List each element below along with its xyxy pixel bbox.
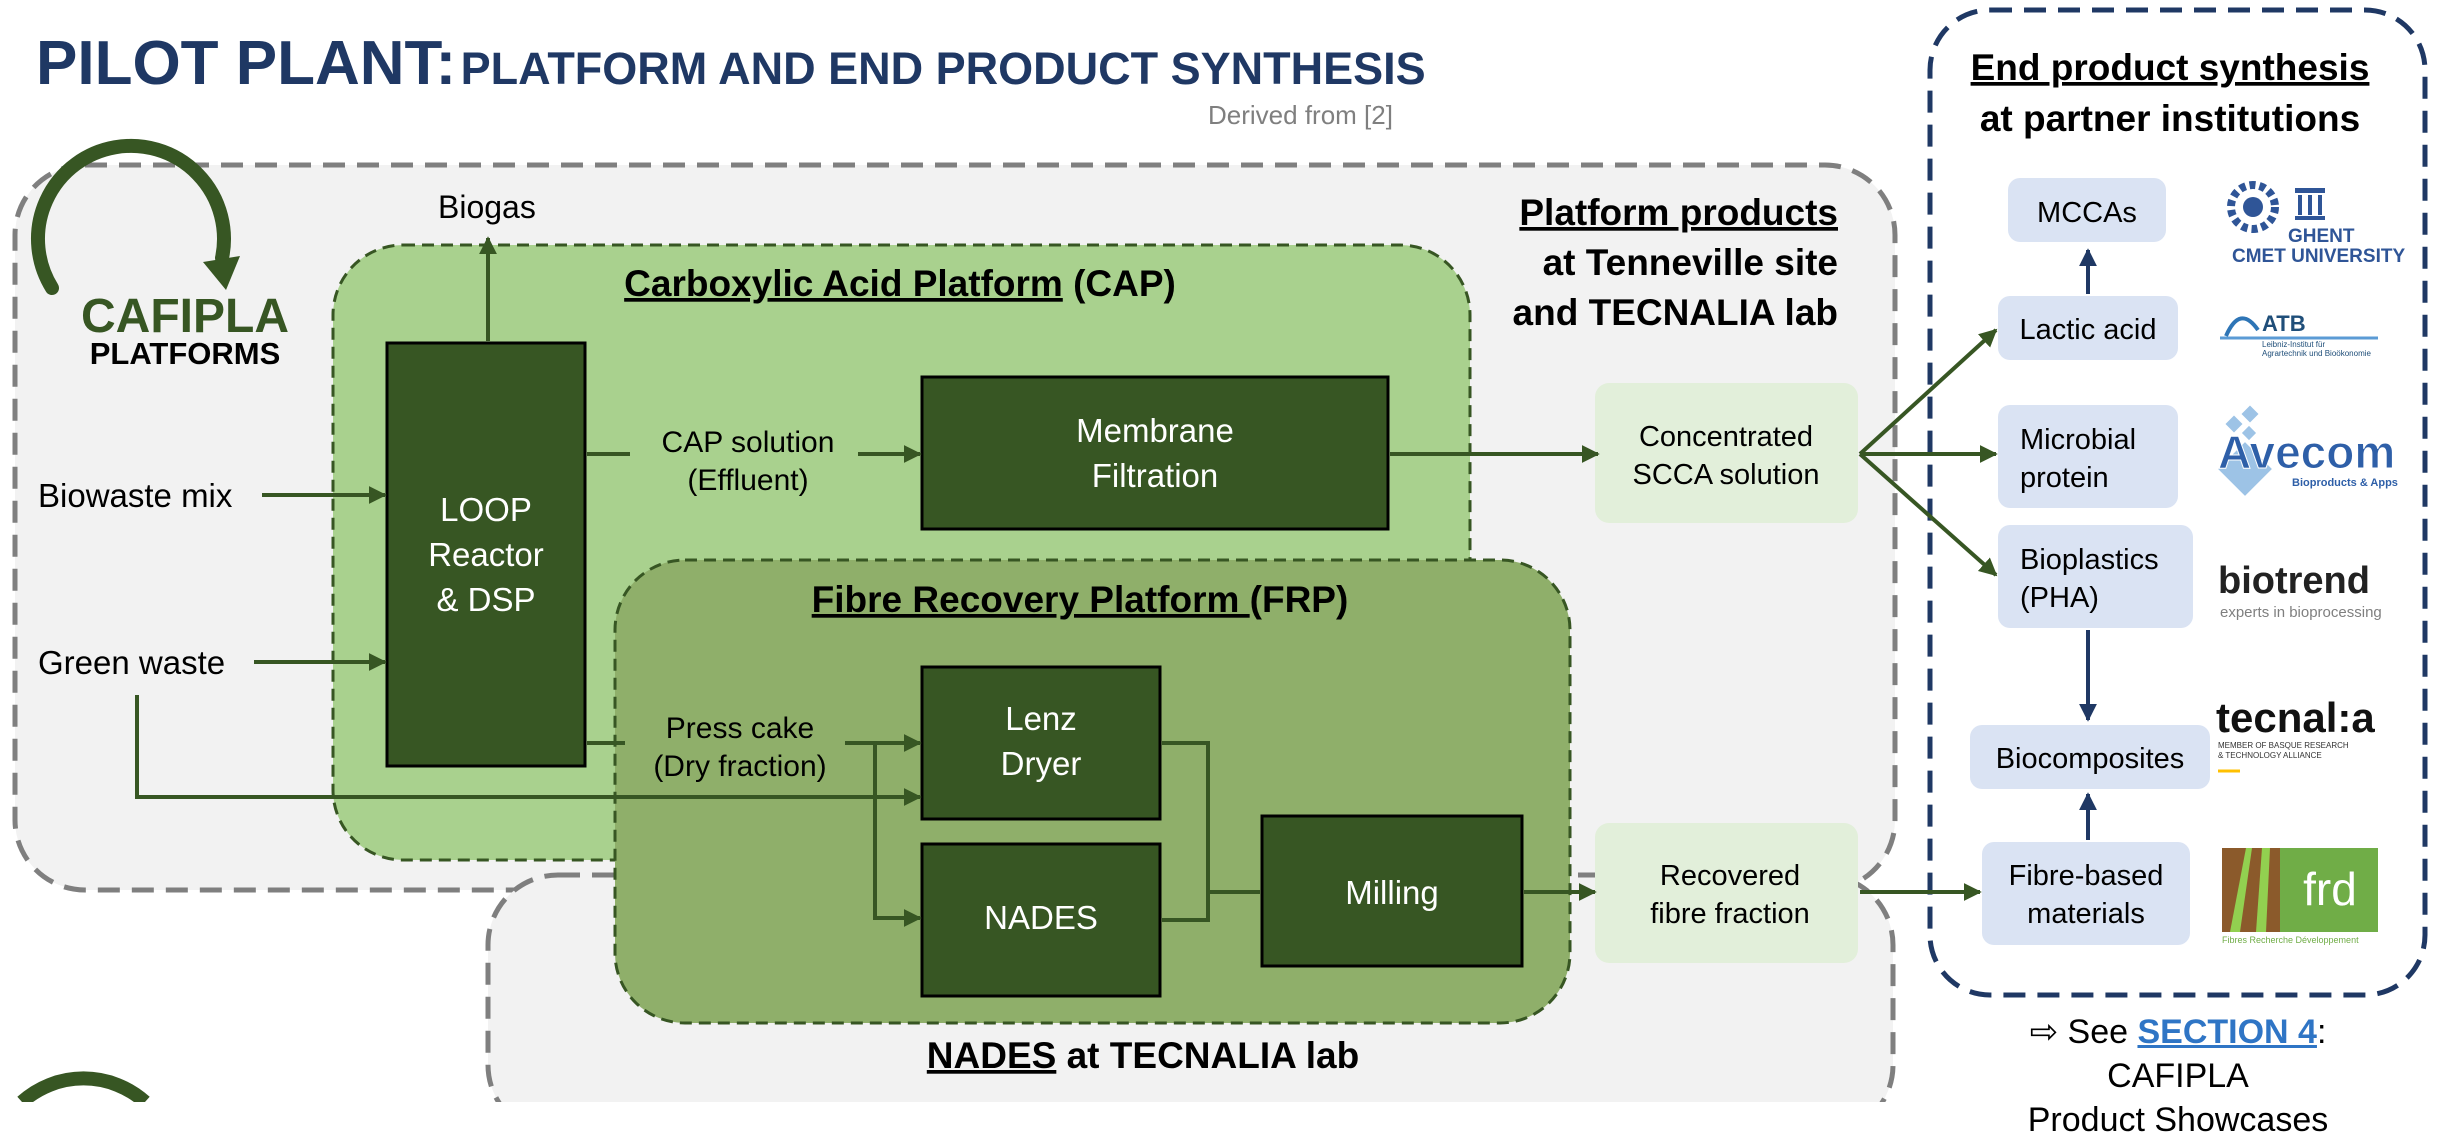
- atb-logo-name: ATB: [2262, 311, 2306, 336]
- scca-solution-box: [1595, 383, 1858, 523]
- lenz-dryer-box: [920, 665, 1162, 821]
- biotrend-logo-name: biotrend: [2218, 560, 2370, 602]
- cmet-gear-icon: [2227, 181, 2279, 233]
- ghent-logo-text-2: CMET UNIVERSITY: [2232, 246, 2405, 267]
- platform-products-site: at Tenneville site: [1543, 242, 1838, 283]
- fibre-fraction-box: [1595, 823, 1858, 963]
- ghent-logo: GHENT CMET UNIVERSITY: [2227, 181, 2405, 267]
- product-lactic: Lactic acid: [2019, 314, 2156, 346]
- milling-box: [1260, 814, 1524, 968]
- nades-box: [920, 842, 1162, 998]
- input-green-waste: Green waste: [38, 644, 225, 681]
- product-mccas-box: [2008, 178, 2166, 242]
- scca-label-1: Concentrated: [1639, 421, 1813, 453]
- cafipla-logo-sub: PLATFORMS: [90, 336, 281, 371]
- product-fibre-based-box: [1982, 842, 2190, 945]
- product-fibre-based-2: materials: [2027, 898, 2145, 930]
- product-bioplastics-2: (PHA): [2020, 582, 2099, 614]
- atb-logo: ATB Leibniz-Institut für Agrartechnik un…: [2220, 311, 2378, 358]
- tecnalia-logo: tecnal:a MEMBER OF BASQUE RESEARCH & TEC…: [2216, 694, 2375, 773]
- cap-solution-label-1: CAP solution: [662, 426, 835, 459]
- membrane-label-2: Filtration: [1092, 457, 1219, 494]
- end-product-subtitle: at partner institutions: [1980, 98, 2360, 139]
- product-bioplastics-box: [1998, 525, 2193, 628]
- process-flows: [135, 236, 1998, 927]
- platform-products-title: Platform products: [1519, 192, 1838, 233]
- frp-title: Fibre Recovery Platform (FRP): [812, 579, 1349, 620]
- fibre-fraction-label-1: Recovered: [1660, 860, 1800, 892]
- product-lactic-box: [1998, 296, 2178, 360]
- press-cake-label-2: (Dry fraction): [653, 750, 826, 783]
- pilot-plant-diagram: CAFIPLA PLATFORMS Biowaste mix Green was…: [12, 7, 2428, 1102]
- output-biogas: Biogas: [438, 189, 536, 225]
- product-microbial-1: Microbial: [2020, 424, 2136, 456]
- cap-title: Carboxylic Acid Platform (CAP): [624, 263, 1176, 304]
- cafipla-logo: CAFIPLA PLATFORMS: [31, 138, 289, 371]
- frd-logo: frd Fibres Recherche Développement: [2222, 848, 2378, 945]
- input-biowaste: Biowaste mix: [38, 477, 233, 514]
- product-fibre-based-1: Fibre-based: [2009, 860, 2164, 892]
- product-biocomposites: Biocomposites: [1996, 743, 2185, 775]
- page-title-sub: PLATFORM AND END PRODUCT SYNTHESIS: [460, 43, 1426, 94]
- showcase-line2: Product Showcases: [2027, 1101, 2329, 1139]
- cafipla-logo-arc-icon: [31, 138, 231, 295]
- loop-reactor-box: [385, 341, 587, 768]
- nades-box-label: NADES: [984, 899, 1098, 936]
- showcase-rest: : CAFIPLA: [2107, 1013, 2327, 1095]
- cafipla-logo-name: CAFIPLA: [81, 290, 289, 343]
- nades-site-title: NADES at TECNALIA lab: [927, 1035, 1359, 1076]
- press-cake-label-1: Press cake: [666, 712, 814, 745]
- end-product-title: End product synthesis: [1971, 47, 2370, 88]
- source-note: Derived from [2]: [1208, 100, 1393, 130]
- showcase-prefix: ⇨ See: [2029, 1013, 2138, 1051]
- platform-products-lab: and TECNALIA lab: [1513, 292, 1838, 333]
- tecnalia-logo-sub-1: MEMBER OF BASQUE RESEARCH: [2218, 741, 2349, 750]
- cap-solution-label-2: (Effluent): [687, 464, 808, 497]
- avecom-logo-sub: Bioproducts & Apps: [2292, 477, 2398, 489]
- scca-label-2: SCCA solution: [1633, 459, 1820, 491]
- lenz-label-2: Dryer: [1001, 745, 1082, 782]
- section-4-link[interactable]: SECTION 4: [2137, 1013, 2317, 1051]
- tecnalia-logo-name: tecnal:a: [2216, 694, 2375, 741]
- loop-label-1: LOOP: [440, 491, 532, 528]
- membrane-filtration-box: [920, 375, 1390, 531]
- product-biocomposites-box: [1970, 725, 2210, 789]
- ghent-logo-text-1: GHENT: [2288, 226, 2355, 247]
- milling-label: Milling: [1345, 874, 1439, 911]
- tecnalia-logo-sub-2: & TECHNOLOGY ALLIANCE: [2218, 751, 2322, 760]
- membrane-label-1: Membrane: [1076, 412, 1234, 449]
- university-building-icon: [2295, 188, 2325, 193]
- page-title: PILOT PLANT: PLATFORM AND END PRODUCT SY…: [36, 28, 1426, 99]
- loop-label-3: & DSP: [436, 581, 535, 618]
- frd-logo-sub: Fibres Recherche Développement: [2222, 935, 2359, 945]
- frd-logo-name: frd: [2303, 863, 2357, 915]
- biotrend-logo-sub: experts in bioprocessing: [2220, 604, 2382, 621]
- product-microbial-2: protein: [2020, 462, 2109, 494]
- atb-logo-sub-1: Leibniz-Institut für: [2262, 340, 2325, 349]
- fibre-fraction-label-2: fibre fraction: [1650, 898, 1810, 930]
- avecom-logo-name: Avecom: [2218, 426, 2395, 478]
- product-mccas: MCCAs: [2037, 197, 2137, 229]
- cafipla-logo-partial-icon: [17, 1071, 150, 1102]
- showcase-note: ⇨ See SECTION 4: CAFIPLA Product Showcas…: [1978, 1010, 2378, 1142]
- loop-label-2: Reactor: [428, 536, 544, 573]
- lenz-label-1: Lenz: [1005, 700, 1077, 737]
- product-bioplastics-1: Bioplastics: [2020, 544, 2159, 576]
- page-title-main: PILOT PLANT:: [36, 29, 457, 98]
- product-microbial-box: [1998, 405, 2178, 508]
- atb-logo-sub-2: Agrartechnik und Bioökonomie: [2262, 349, 2372, 358]
